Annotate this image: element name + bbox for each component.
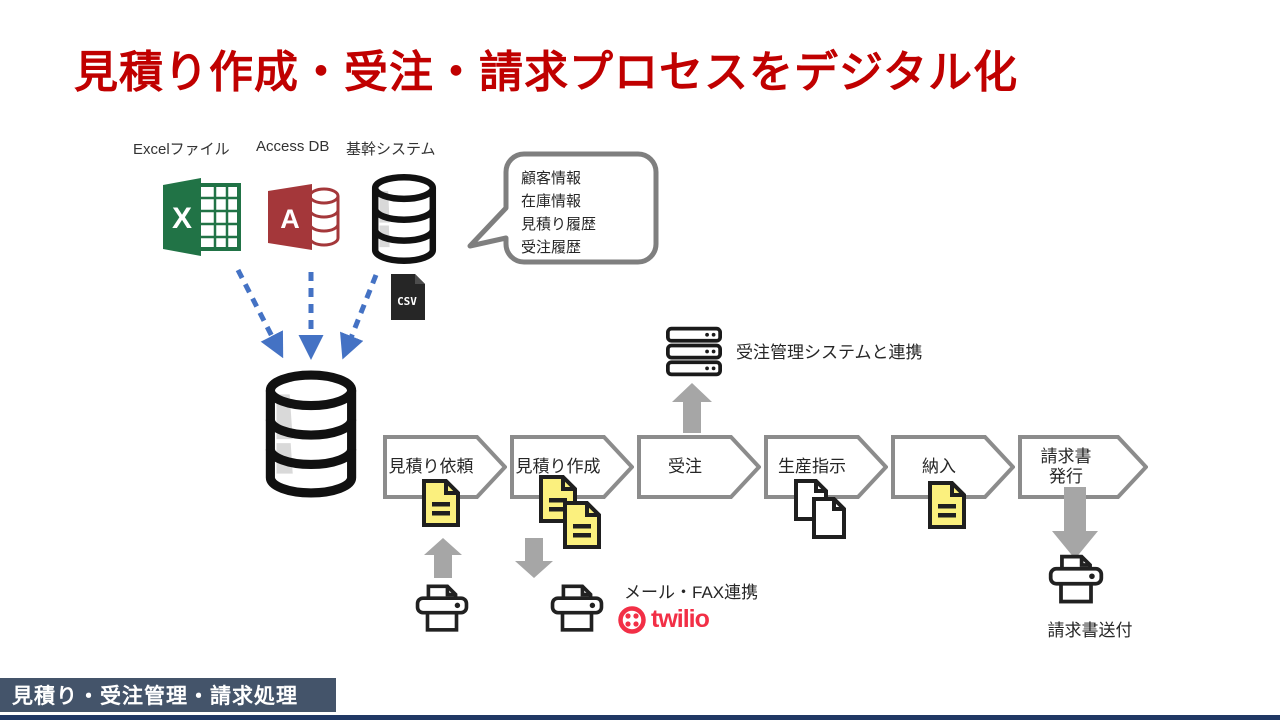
server-icon — [666, 326, 722, 383]
core-system-label: 基幹システム — [346, 141, 436, 158]
twilio-logo: twilio — [618, 605, 710, 634]
up-arrow-icon — [672, 383, 712, 438]
printer-icon — [1046, 552, 1106, 613]
access-db-label: Access DB — [256, 138, 330, 155]
down-arrow-icon — [515, 538, 553, 583]
server-note: 受注管理システムと連携 — [736, 343, 923, 362]
process-step-juchu: 受注 — [637, 435, 761, 499]
step-label: 見積り作成 — [515, 457, 601, 476]
data-flow-dashed-arrows — [225, 255, 395, 375]
twilio-wordmark: twilio — [651, 605, 710, 633]
documents-stack-icon — [537, 474, 607, 557]
document-icon — [926, 480, 968, 535]
bubble-line: 在庫情報 — [521, 193, 582, 210]
svg-text:X: X — [172, 202, 192, 235]
bubble-text: 顧客情報 在庫情報 見積り履歴 受注履歴 — [521, 167, 596, 259]
twilio-icon — [618, 605, 646, 634]
step-label: 納入 — [922, 457, 956, 476]
csv-icon: CSV — [388, 272, 428, 327]
copy-pages-icon — [793, 478, 855, 549]
svg-text:A: A — [280, 204, 300, 234]
process-step-nonyu: 納入 — [891, 435, 1015, 499]
step-label: 受注 — [668, 457, 702, 476]
access-icon: A — [268, 184, 342, 255]
bottom-accent-line — [0, 715, 1280, 720]
down-arrow-icon — [1052, 487, 1098, 564]
fax-note: メール・FAX連携 — [624, 583, 759, 602]
central-database-icon — [257, 368, 365, 505]
bubble-line: 見積り履歴 — [521, 216, 597, 233]
bubble-line: 受注履歴 — [521, 239, 582, 256]
document-icon — [420, 478, 462, 533]
footer-label: 見積り・受注管理・請求処理 — [12, 685, 298, 708]
excel-file-label: Excelファイル — [133, 141, 230, 158]
svg-text:CSV: CSV — [397, 295, 417, 308]
printer-icon — [548, 582, 606, 641]
excel-icon: X — [163, 178, 243, 261]
step-label: 発行 — [1049, 467, 1083, 486]
process-step-mitsumori-irai: 見積り依頼 — [383, 435, 507, 499]
bubble-line: 顧客情報 — [521, 170, 582, 187]
step-label: 生産指示 — [778, 457, 846, 476]
process-step-seikyusho-hakko: 請求書 発行 — [1018, 435, 1148, 499]
up-arrow-icon — [424, 538, 462, 583]
printer-icon — [413, 582, 471, 641]
core-database-icon — [368, 172, 440, 271]
footer-bar: 見積り・受注管理・請求処理 — [0, 678, 336, 712]
step-label: 見積り依頼 — [388, 457, 474, 476]
page-title: 見積り作成・受注・請求プロセスをデジタル化 — [74, 48, 1019, 97]
invoice-note: 請求書送付 — [1047, 621, 1133, 640]
speech-bubble — [466, 150, 660, 275]
step-label: 請求書 — [1040, 447, 1092, 466]
